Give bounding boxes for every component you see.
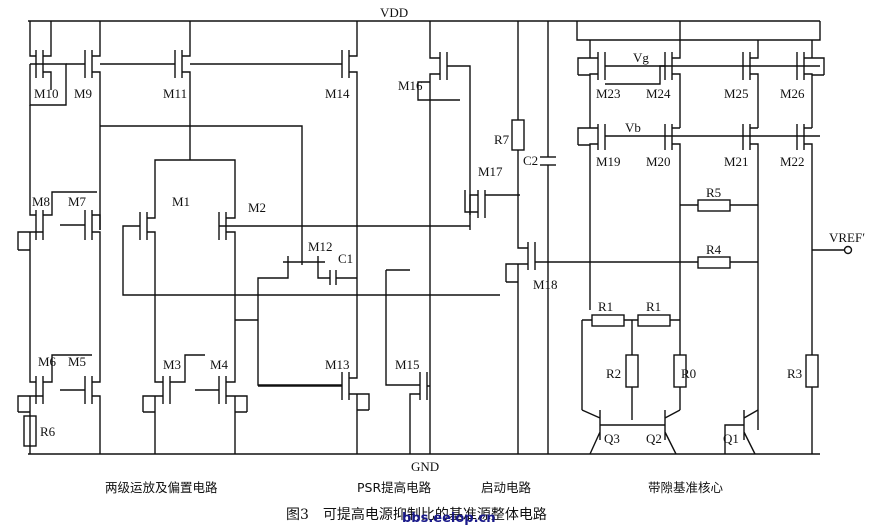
core-vdd <box>576 21 821 41</box>
label-r6: R6 <box>40 424 56 439</box>
m8 <box>17 105 97 365</box>
r4 <box>697 256 731 269</box>
q2 <box>632 409 681 455</box>
label-m3: M3 <box>163 357 181 372</box>
watermark: bbs.eeiop.cn <box>402 511 496 526</box>
gnd-label: GND <box>411 459 439 474</box>
label-m13: M13 <box>325 357 350 372</box>
m11 <box>100 21 191 160</box>
r1-wire <box>581 319 680 410</box>
label-m10: M10 <box>34 86 59 101</box>
m18 <box>505 150 680 454</box>
label-m25: M25 <box>724 86 749 101</box>
label-m6: M6 <box>38 354 57 369</box>
r3-wire <box>811 249 844 454</box>
label-m17: M17 <box>478 164 503 179</box>
m10 <box>29 21 67 106</box>
label-m23: M23 <box>596 86 621 101</box>
m16 <box>417 21 471 454</box>
label-vb: Vb <box>625 120 641 135</box>
r0 <box>673 354 687 388</box>
m9 <box>66 21 101 230</box>
m24 <box>605 40 681 128</box>
m2 <box>190 159 470 365</box>
m14 <box>190 21 358 370</box>
m22 <box>796 124 813 250</box>
r1-left <box>591 314 625 327</box>
label-r4: R4 <box>706 242 722 257</box>
label-c1: C1 <box>338 251 353 266</box>
label-r5: R5 <box>706 185 721 200</box>
m26 <box>796 40 825 128</box>
label-m22: M22 <box>780 154 805 169</box>
label-m24: M24 <box>646 86 671 101</box>
label-m15: M15 <box>395 357 420 372</box>
r6 <box>23 415 37 447</box>
r3 <box>805 354 819 388</box>
label-m5: M5 <box>68 354 86 369</box>
label-m9: M9 <box>74 86 92 101</box>
q1 <box>724 409 759 455</box>
section-opamp: 两级运放及偏置电路 <box>105 480 218 495</box>
figure-caption: 图3 可提高电源抑制比的基准源整体电路 <box>286 506 547 523</box>
m12 <box>235 256 357 386</box>
label-m18: M18 <box>533 277 558 292</box>
m6 <box>17 354 92 454</box>
m4 <box>195 365 248 454</box>
label-m20: M20 <box>646 154 671 169</box>
m5 <box>60 365 101 454</box>
section-core: 带隙基准核心 <box>648 480 724 495</box>
label-r7: R7 <box>494 132 510 147</box>
label-m7: M7 <box>68 194 87 209</box>
label-m16: M16 <box>398 78 423 93</box>
r1-right <box>637 314 671 327</box>
label-m1: M1 <box>172 194 190 209</box>
section-startup: 启动电路 <box>481 480 532 495</box>
label-m12: M12 <box>308 239 333 254</box>
r5 <box>697 199 731 212</box>
label-r2: R2 <box>606 366 621 381</box>
label-c2: C2 <box>523 153 538 168</box>
label-r1-left: R1 <box>598 299 613 314</box>
m1 <box>122 159 500 350</box>
label-m8: M8 <box>32 194 50 209</box>
m21 <box>742 124 759 430</box>
label-m21: M21 <box>724 154 749 169</box>
label-r1-right: R1 <box>646 299 661 314</box>
vref-label: VREF′ <box>829 230 865 245</box>
section-psr: PSR提高电路 <box>357 480 432 495</box>
vref-terminal <box>843 245 853 255</box>
label-m2: M2 <box>248 200 266 215</box>
m25 <box>742 40 759 128</box>
bias-wire <box>100 125 303 265</box>
label-r0: R0 <box>681 366 696 381</box>
label-q2: Q2 <box>646 431 662 446</box>
label-m26: M26 <box>780 86 805 101</box>
m23 <box>577 40 820 128</box>
m17 <box>464 190 520 230</box>
m19 <box>577 124 820 310</box>
label-r3: R3 <box>787 366 802 381</box>
label-q3: Q3 <box>604 431 620 446</box>
label-q1: Q1 <box>723 431 739 446</box>
m15 <box>385 269 430 454</box>
m3 <box>142 350 205 454</box>
r2 <box>625 354 639 388</box>
label-m14: M14 <box>325 86 350 101</box>
m7 <box>60 210 101 365</box>
m20 <box>664 124 681 310</box>
q3 <box>581 409 632 455</box>
label-m4: M4 <box>210 357 229 372</box>
m13 <box>258 370 370 454</box>
label-m11: M11 <box>163 86 187 101</box>
label-vg: Vg <box>633 50 649 65</box>
vdd-label: VDD <box>380 5 408 20</box>
label-m19: M19 <box>596 154 621 169</box>
